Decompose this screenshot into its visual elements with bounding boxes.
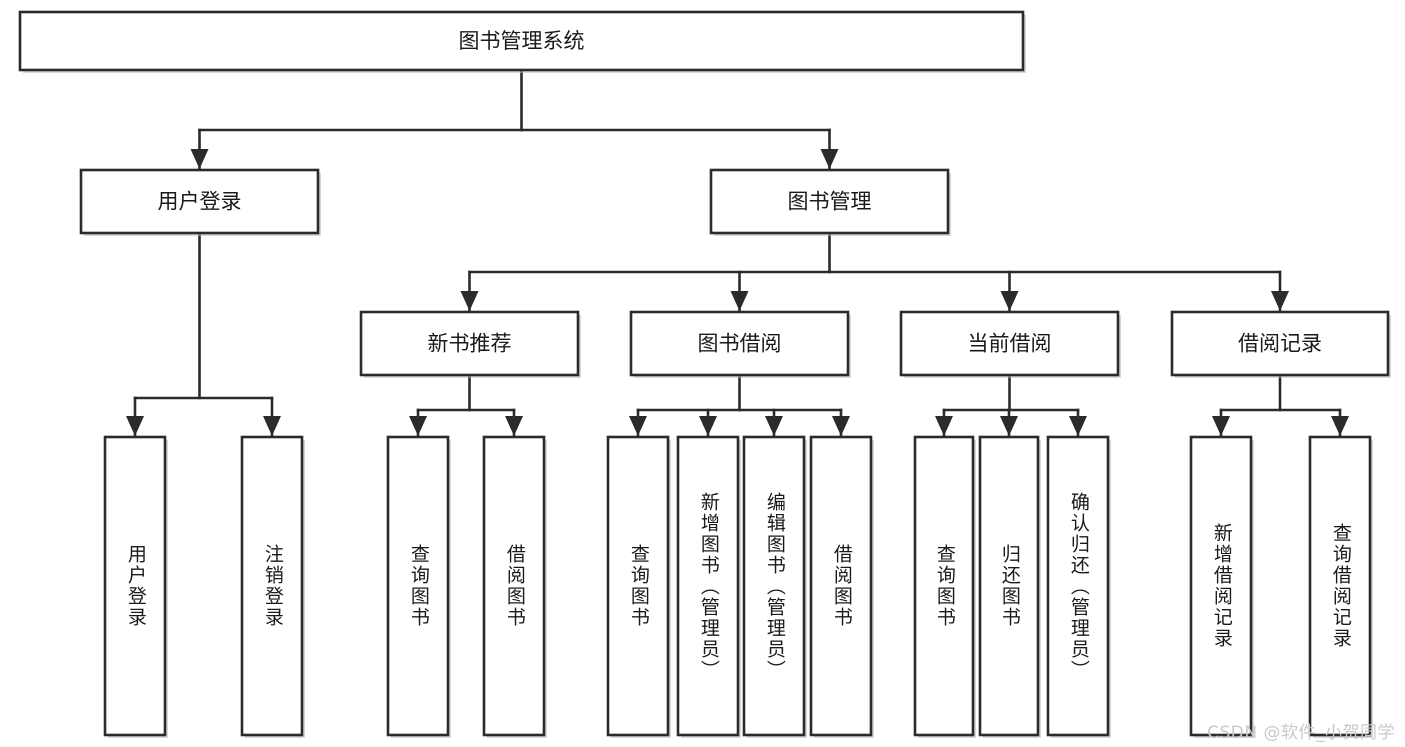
level3-node-label-1: 图书借阅	[698, 332, 782, 356]
level3-node-2[interactable]	[899, 310, 1121, 378]
edges-layer	[126, 68, 1349, 438]
level2-node-1[interactable]	[709, 168, 951, 236]
leaf-node-12[interactable]	[1308, 435, 1373, 738]
arrow-head-icon	[505, 416, 523, 436]
leaf-node-6[interactable]	[742, 435, 807, 738]
level3-node-0[interactable]	[359, 310, 581, 378]
root-node-label: 图书管理系统	[459, 29, 585, 53]
arrow-head-icon	[935, 416, 953, 436]
level3-node-label-0: 新书推荐	[428, 332, 512, 356]
arrow-head-icon	[460, 291, 479, 311]
arrow-head-icon	[1212, 416, 1230, 436]
arrow-head-icon	[820, 149, 839, 169]
arrow-head-icon	[629, 416, 647, 436]
leaf-node-8[interactable]	[913, 435, 976, 738]
arrow-head-icon	[1069, 416, 1087, 436]
arrow-head-icon	[1271, 291, 1289, 311]
boxes-layer	[18, 10, 1391, 738]
arrow-head-icon	[126, 416, 144, 436]
leaf-node-7[interactable]	[809, 435, 874, 738]
arrow-head-icon	[190, 149, 209, 169]
level3-node-label-3: 借阅记录	[1238, 332, 1322, 356]
leaf-node-9[interactable]	[978, 435, 1041, 738]
level3-node-3[interactable]	[1170, 310, 1391, 378]
leaf-node-10[interactable]	[1046, 435, 1111, 738]
leaf-node-4[interactable]	[606, 435, 671, 738]
leaf-node-2[interactable]	[386, 435, 451, 738]
arrow-head-icon	[699, 416, 717, 436]
level2-node-label-1: 图书管理	[788, 190, 872, 214]
leaf-node-1[interactable]	[240, 435, 305, 738]
leaf-node-3[interactable]	[482, 435, 547, 738]
arrow-head-icon	[765, 416, 783, 436]
level3-node-1[interactable]	[629, 310, 851, 378]
arrow-head-icon	[1000, 291, 1019, 311]
level2-node-label-0: 用户登录	[158, 190, 242, 214]
leaf-node-0[interactable]	[103, 435, 168, 738]
level2-node-0[interactable]	[79, 168, 321, 236]
level3-node-label-2: 当前借阅	[968, 332, 1052, 356]
root-node-book-management-system[interactable]	[18, 10, 1026, 73]
arrow-head-icon	[263, 416, 281, 436]
arrow-head-icon	[409, 416, 427, 436]
watermark: CSDN @软件_小贺同学	[1207, 723, 1395, 743]
arrow-head-icon	[730, 291, 749, 311]
arrow-head-icon	[1331, 416, 1349, 436]
leaf-node-5[interactable]	[676, 435, 741, 738]
arrow-head-icon	[1000, 416, 1018, 436]
leaf-node-11[interactable]	[1189, 435, 1254, 738]
arrow-head-icon	[832, 416, 850, 436]
